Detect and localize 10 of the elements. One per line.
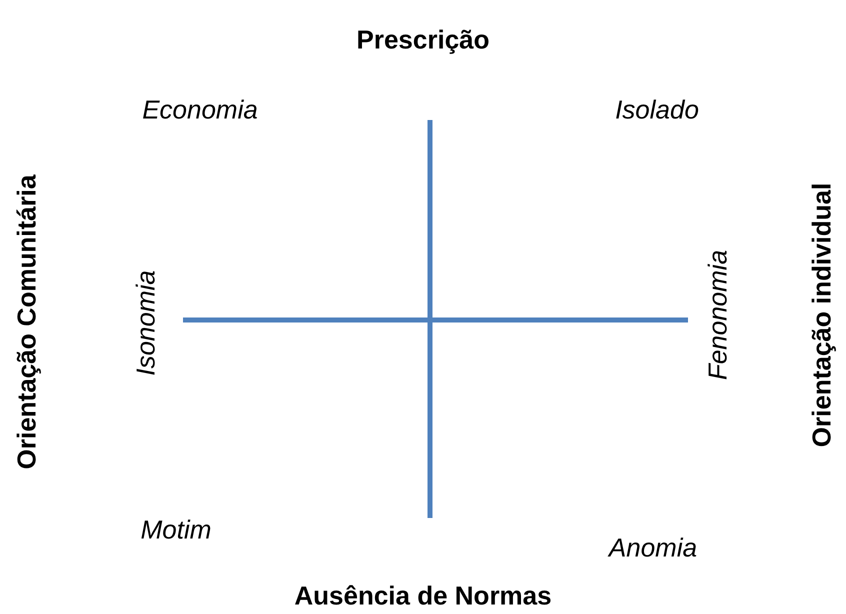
quadrant-label: Fenonomia	[704, 250, 732, 380]
quadrant-label: Anomia	[608, 534, 698, 562]
quadrant-label: Motim	[140, 516, 212, 544]
quadrant-label: Isolado	[615, 96, 699, 124]
axis-label: Prescrição	[356, 26, 490, 54]
quadrant-label: Isonomia	[132, 270, 160, 376]
quadrant-label: Economia	[142, 96, 258, 124]
axis-label: Orientação Comunitária	[12, 174, 42, 470]
axis-label: Ausência de Normas	[294, 582, 552, 610]
axis-label: Orientação individual	[808, 182, 836, 448]
